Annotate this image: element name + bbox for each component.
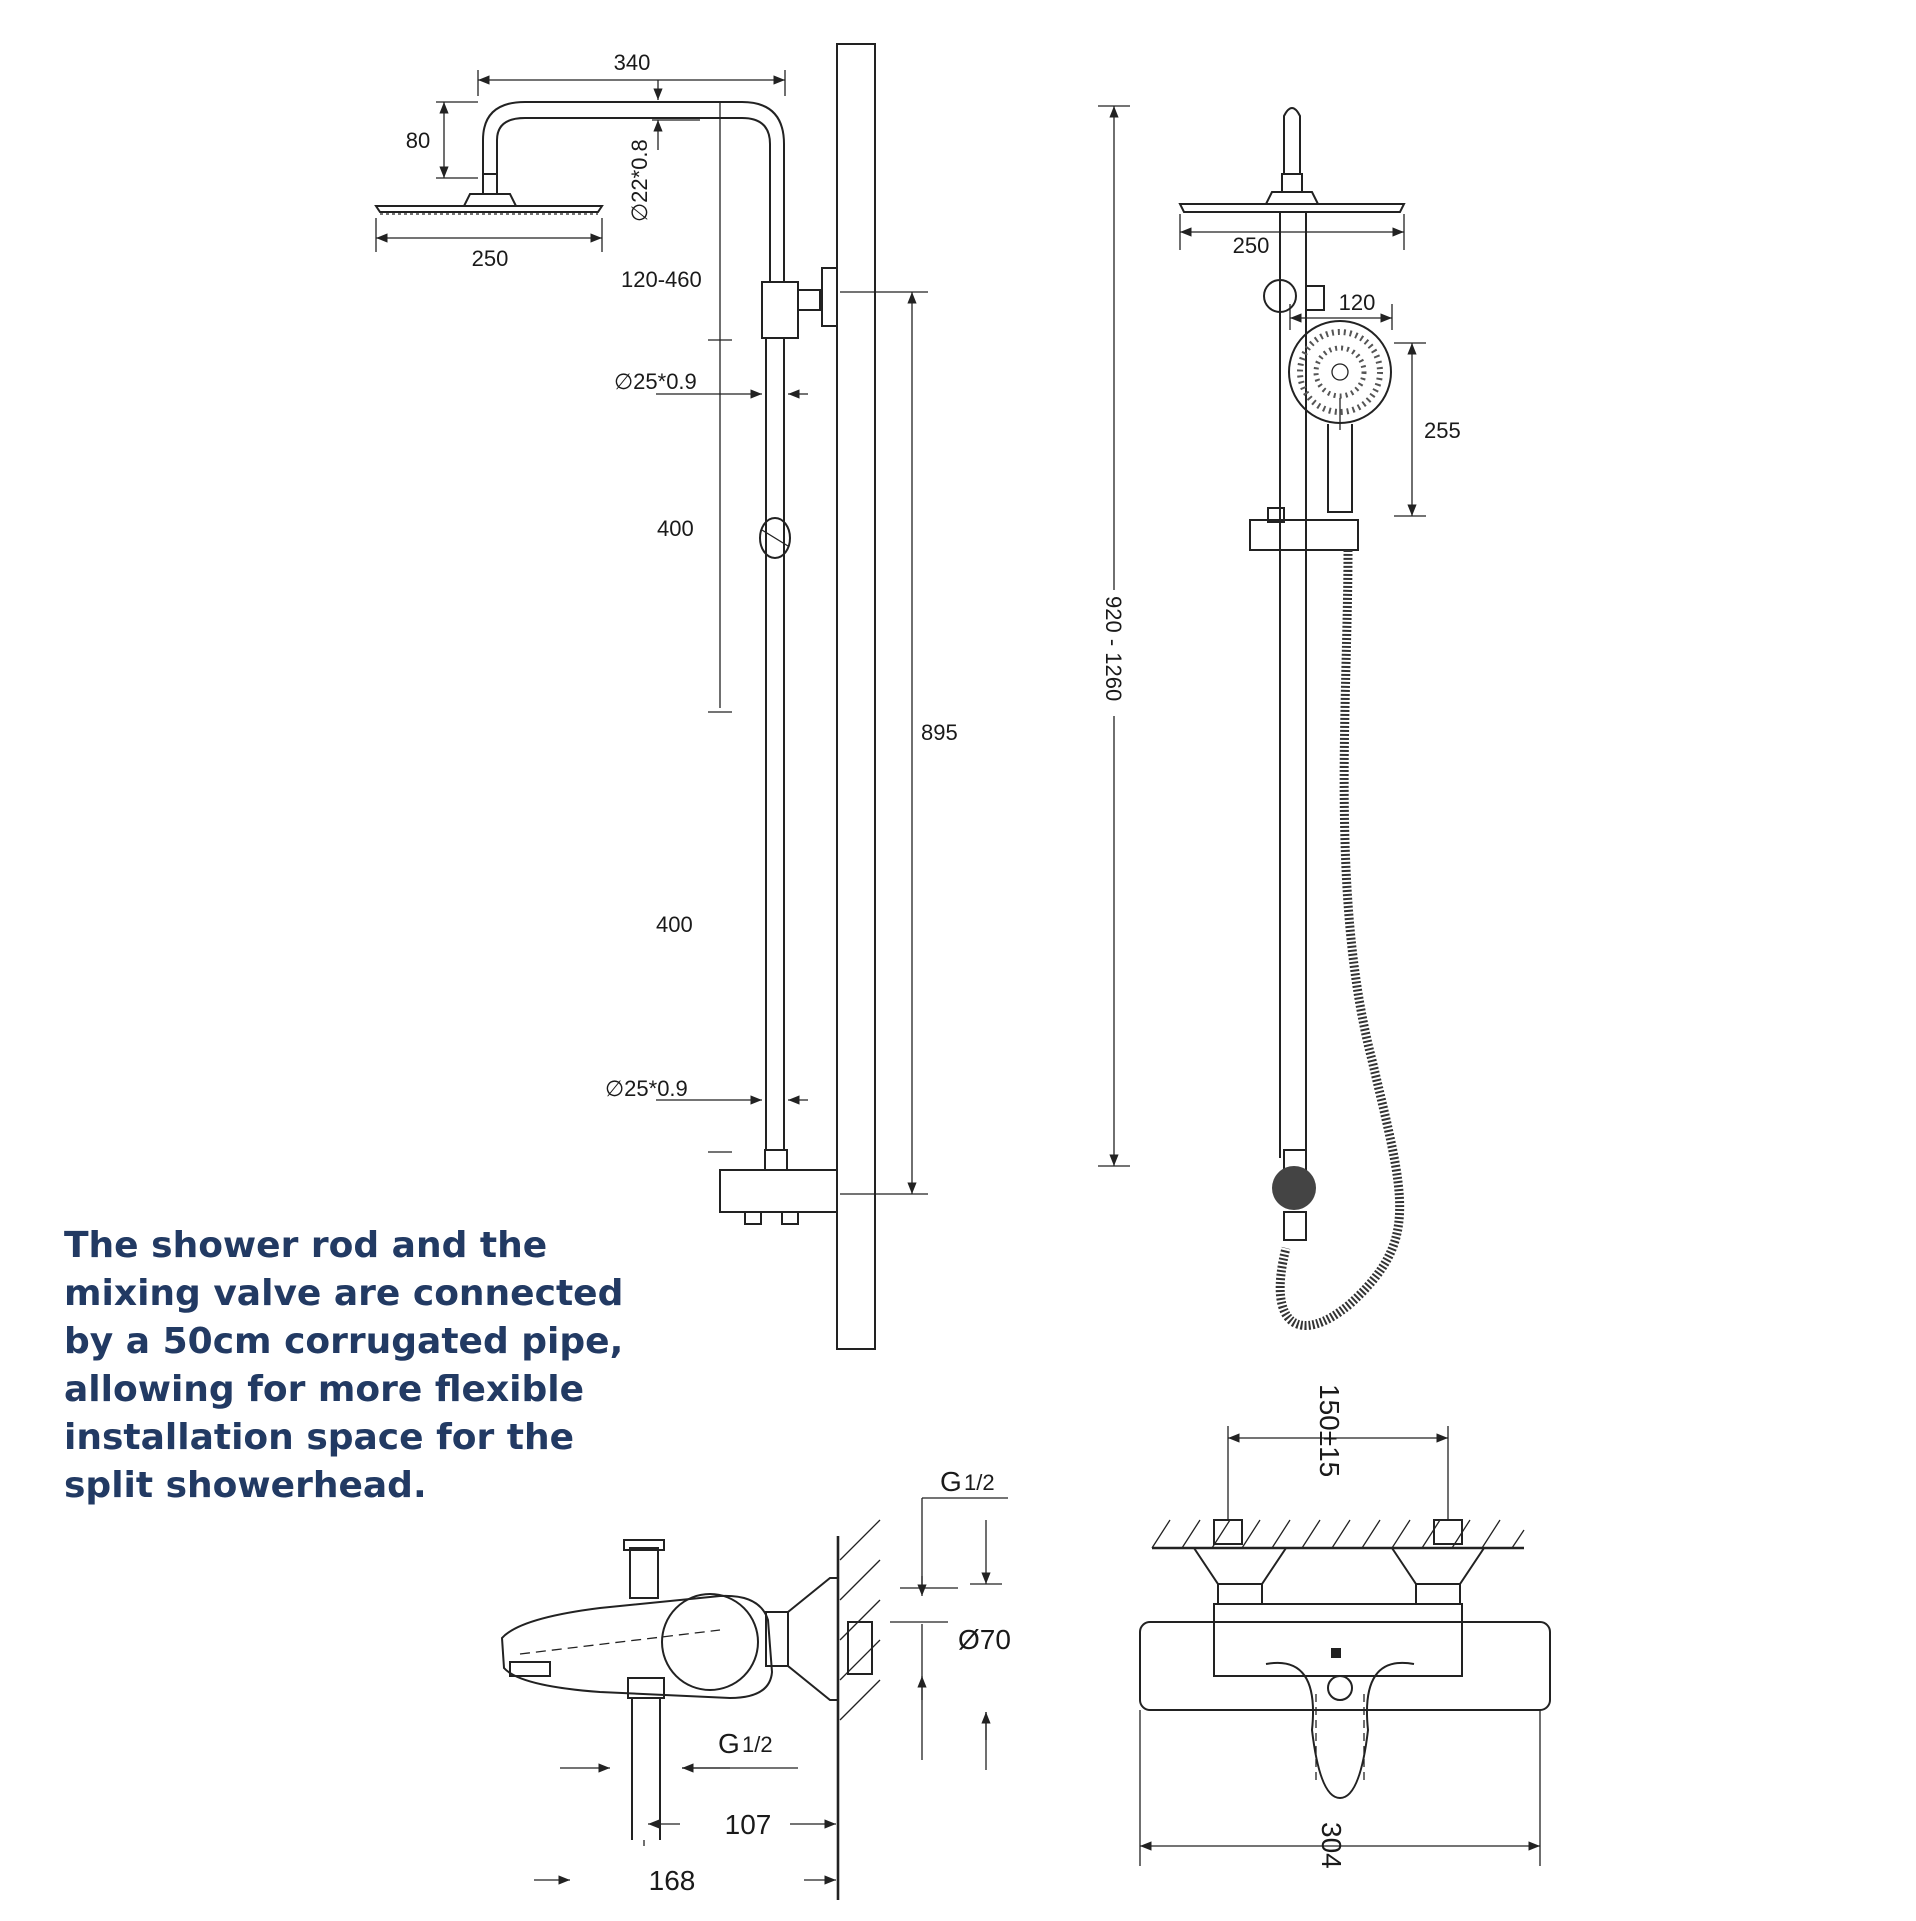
- wall-flange: [787, 1577, 839, 1701]
- front-bracket: [1263, 279, 1297, 313]
- front-rain-head: [1178, 191, 1406, 213]
- dim-rod-dia-lower: ∅25*0.9: [605, 1076, 688, 1101]
- dim-adjust-range: 120-460: [621, 267, 702, 292]
- dim-pipe-dia-top: ∅22*0.8: [627, 139, 652, 222]
- right-eccentric: [1390, 1547, 1486, 1585]
- slider-knob: [759, 517, 791, 559]
- dim-rod-seg-upper: 400: [657, 516, 694, 541]
- valve-spout-body: [500, 1594, 774, 1700]
- dim-rod-height: 895: [921, 720, 958, 745]
- wall-rail: [836, 43, 876, 1350]
- dim-depth-long: 168: [649, 1865, 696, 1896]
- inlet-thread-label: G: [940, 1466, 962, 1497]
- outlet-thread-fraction: 1/2: [742, 1732, 773, 1757]
- rain-shower-head: [374, 193, 604, 213]
- dim-holder-offset: 120: [1339, 290, 1376, 315]
- dim-arm-length: 340: [614, 50, 651, 75]
- head-neck: [1283, 107, 1301, 174]
- dim-rod-dia-upper: ∅25*0.9: [614, 369, 697, 394]
- upper-bracket: [761, 281, 799, 339]
- inlet-thread-fraction: 1/2: [964, 1470, 995, 1495]
- front-view: 250 120 255 920 - 1260: [1098, 105, 1461, 1330]
- diverter-block: [719, 1169, 838, 1213]
- left-eccentric: [1192, 1547, 1288, 1585]
- dim-body-width: 304: [1316, 1822, 1347, 1869]
- valve-side-view: G 1/2 Ø70 G 1/2 107 168: [500, 1466, 1011, 1900]
- shower-arm: [482, 101, 785, 282]
- valve-front-view: 150±15 304: [1139, 1384, 1551, 1869]
- thermostatic-body: [1139, 1621, 1551, 1711]
- dim-center-distance: 150±15: [1314, 1384, 1345, 1477]
- side-view: 340 80 250 ∅22*0.8 120-460 ∅25*0.9 400 4…: [374, 43, 958, 1350]
- hand-shower-handle: [1327, 424, 1353, 513]
- dim-depth-short: 107: [725, 1809, 772, 1840]
- dim-flange-dia: Ø70: [958, 1624, 1011, 1655]
- dim-arm-drop: 80: [406, 128, 430, 153]
- bottom-connector-ball: [1272, 1166, 1316, 1210]
- dim-rod-seg-lower: 400: [656, 912, 693, 937]
- dim-head-width: 250: [472, 246, 509, 271]
- valve-lever: [1265, 1661, 1415, 1800]
- caption-text: The shower rod and the mixing valve are …: [64, 1225, 624, 1506]
- slide-holder: [1249, 519, 1359, 551]
- dim-handshower-length: 255: [1424, 418, 1461, 443]
- valve-dial: [661, 1593, 759, 1691]
- dim-total-height: 920 - 1260: [1101, 596, 1126, 701]
- outlet-thread-label: G: [718, 1728, 740, 1759]
- dim-front-head-width: 250: [1233, 233, 1270, 258]
- corrugated-hose: [1275, 549, 1405, 1330]
